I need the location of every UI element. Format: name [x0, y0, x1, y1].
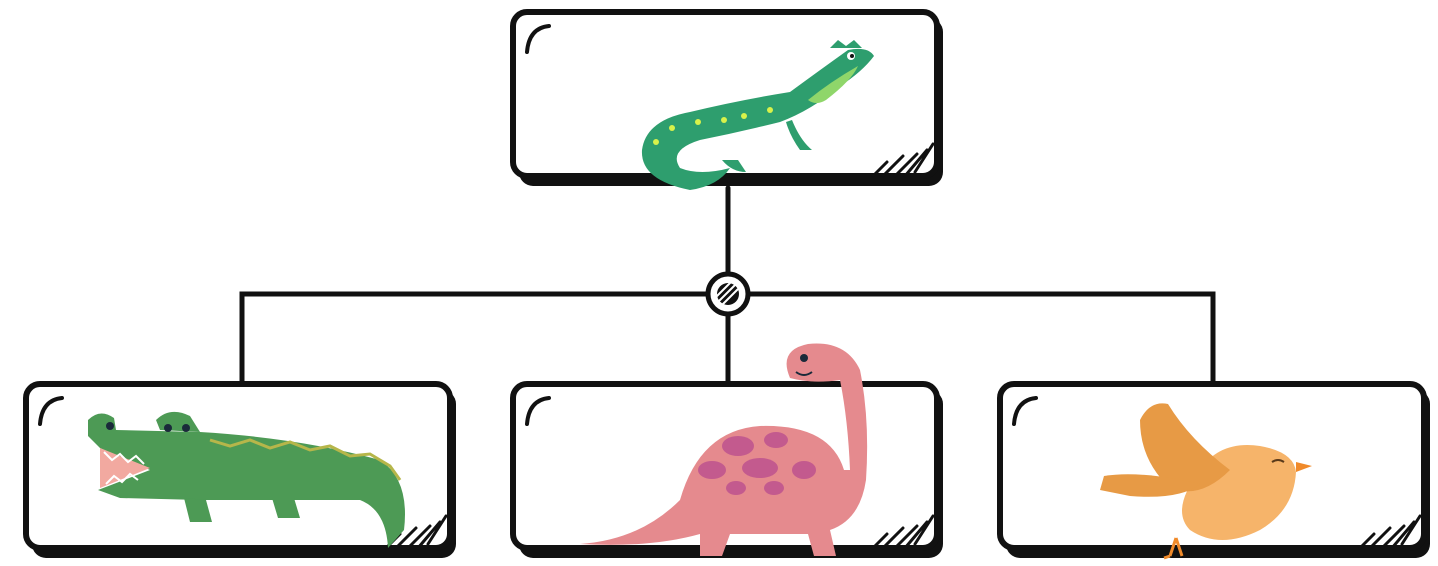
hatched-circle-icon [708, 274, 748, 314]
root-box [513, 12, 943, 186]
connector-left [242, 294, 708, 382]
